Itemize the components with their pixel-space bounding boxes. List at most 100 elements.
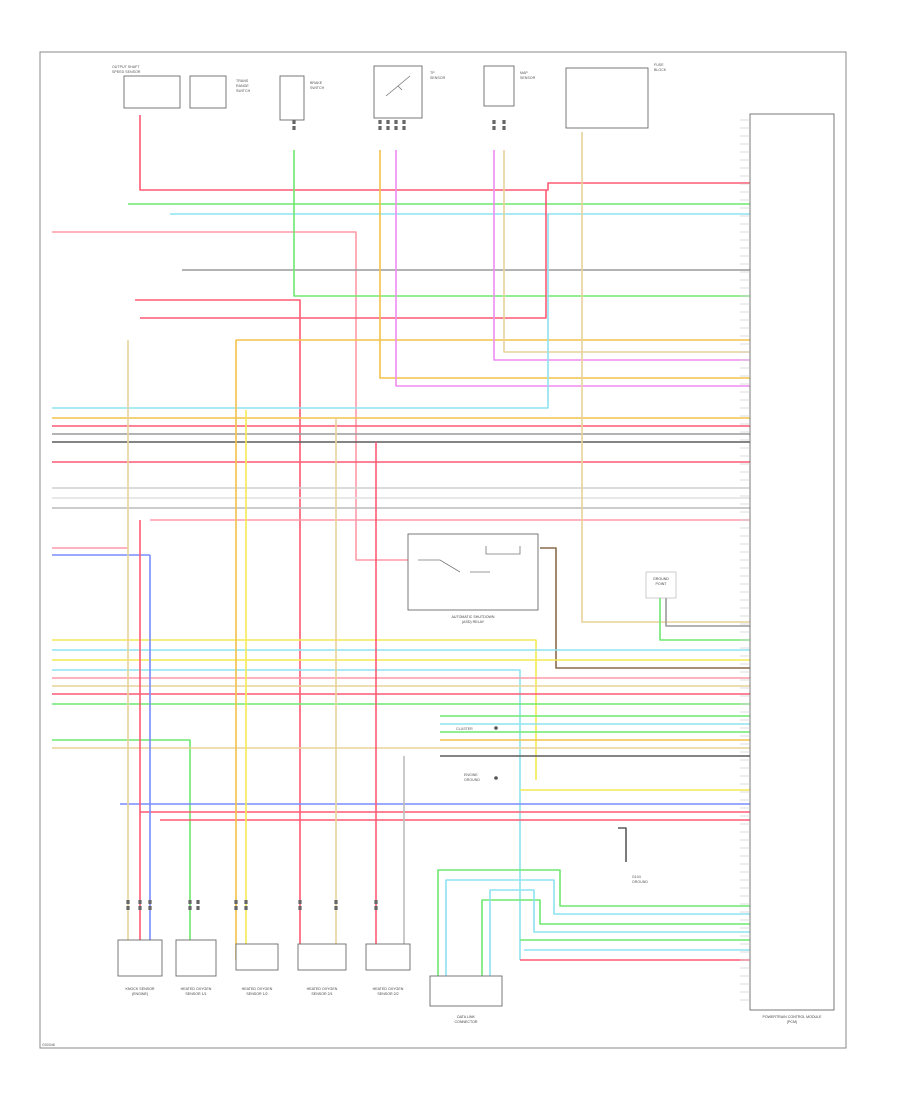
connector-tick — [188, 900, 192, 904]
tp-sensor-label-1: TP — [430, 71, 435, 75]
wire-red-2 — [135, 299, 301, 960]
connector-tick — [374, 900, 378, 904]
wire-brown-1 — [540, 547, 750, 669]
wire-violet-2 — [395, 150, 750, 387]
o2-sensor-22-label-1: HEATED OXYGEN — [373, 987, 404, 991]
wire-lightblue-4 — [52, 669, 521, 960]
engine-ground-label-1: ENGINE — [464, 773, 478, 777]
relay-switch-symbol — [418, 546, 521, 573]
connector-tick — [374, 906, 378, 910]
tp-sensor-box — [373, 65, 423, 119]
map-sensor-label-1: MAP — [520, 71, 528, 75]
connector-tick — [378, 126, 382, 130]
connector-tick — [234, 906, 238, 910]
engine-ground-label-2: GROUND — [464, 778, 480, 782]
knock-sensor-label-1: KNOCK SENSOR — [126, 987, 155, 991]
knock-sensor-label-2: (ENGINE) — [132, 992, 148, 996]
o2-sensor-22-box — [365, 943, 411, 971]
g104-label-2: GROUND — [632, 880, 648, 884]
wire-lightblue-2 — [52, 214, 549, 409]
o2-sensor-11-label-2: SENSOR 1/1 — [185, 992, 206, 996]
pcm-label-1: POWERTRAIN CONTROL MODULE — [762, 1015, 822, 1019]
wire-ground-lead — [618, 827, 627, 862]
wire-lightblue-b2 — [489, 889, 750, 980]
connector-tick — [196, 906, 200, 910]
pcm-module: POWERTRAIN CONTROL MODULE (PCM) — [740, 113, 835, 1024]
data-link-box — [429, 975, 503, 1007]
connector-tick — [334, 900, 338, 904]
tp-sensor-symbol — [385, 75, 411, 97]
connector-tick — [138, 906, 142, 910]
connector-tick — [386, 126, 390, 130]
wire-yellow-1 — [52, 639, 537, 780]
fuse-block-box — [565, 67, 649, 129]
cluster-splice: CLUSTER — [456, 726, 498, 731]
wire-green-5 — [52, 739, 191, 960]
o2-sensor-12-box — [235, 943, 279, 971]
connector-tick — [138, 900, 142, 904]
cluster-splice-dot — [494, 726, 498, 730]
wire-green-2 — [293, 150, 750, 297]
o2-sensor-11-box — [175, 939, 217, 977]
ground-point-label-1: GROUND — [653, 577, 669, 581]
wire-orange-2 — [379, 150, 750, 379]
wire-green-b2 — [481, 899, 750, 980]
map-sensor-box — [483, 65, 515, 107]
o2-sensor-22-label-2: SENSOR 2/2 — [377, 992, 398, 996]
connector-tick — [126, 900, 130, 904]
connector-tick — [234, 900, 238, 904]
wire-violet-1 — [493, 150, 750, 361]
wire-tan-2 — [581, 132, 750, 623]
o2-sensor-11-label-1: HEATED OXYGEN — [181, 987, 212, 991]
speed-sensor-label-2: SPEED SENSOR — [112, 70, 141, 74]
connector-tick — [292, 120, 296, 124]
o2-sensor-12-label-1: HEATED OXYGEN — [242, 987, 273, 991]
tp-sensor-label-2: SENSOR — [430, 76, 446, 80]
range-switch-box — [189, 75, 227, 109]
speed-sensor-box — [123, 75, 181, 109]
pcm-box — [749, 113, 835, 1011]
wire-red-top — [139, 115, 750, 191]
connector-tick — [394, 120, 398, 124]
wire-green-b1 — [437, 869, 750, 980]
top-components: OUTPUT SHAFT SPEED SENSOR TRANS RANGE SW… — [112, 63, 667, 129]
wire-lightblue-b1 — [445, 879, 750, 980]
connector-tick — [292, 126, 296, 130]
brake-switch-label-1: BRAKE — [310, 81, 323, 85]
diagram-frame — [39, 51, 847, 1049]
connector-tick — [196, 900, 200, 904]
fuse-block-label-1: FUSE — [654, 63, 664, 67]
connector-tick — [394, 126, 398, 130]
range-switch-label-2: RANGE — [236, 84, 249, 88]
connector-tick — [148, 900, 152, 904]
asd-relay-label-2: (ASD) RELAY — [462, 620, 485, 624]
g104-ground: G104 GROUND — [632, 875, 648, 884]
wire-green-3 — [659, 598, 750, 641]
asd-relay-label-1: AUTOMATIC SHUTDOWN — [452, 615, 495, 619]
cluster-label: CLUSTER — [456, 727, 473, 731]
ground-point: GROUND POINT — [645, 571, 677, 599]
engine-ground-dot — [494, 776, 498, 780]
connector-tick — [402, 126, 406, 130]
connector-tick — [244, 900, 248, 904]
knock-sensor-box — [117, 939, 163, 977]
connector-tick — [502, 126, 506, 130]
connector-tick — [386, 120, 390, 124]
connector-tick — [492, 120, 496, 124]
connector-tick — [148, 906, 152, 910]
connector-tick — [126, 906, 130, 910]
ground-point-box — [645, 571, 677, 599]
wire-group — [52, 115, 750, 980]
o2-sensor-21-box — [297, 943, 347, 971]
data-link-label-2: CONNECTOR — [454, 1020, 477, 1024]
pcm-pin-strip — [740, 119, 750, 1001]
wire-pink-1 — [52, 231, 410, 561]
asd-relay: AUTOMATIC SHUTDOWN (ASD) RELAY — [407, 533, 539, 624]
ground-point-label-2: POINT — [656, 582, 668, 586]
connector-tick — [402, 120, 406, 124]
wire-gray-6 — [665, 598, 750, 627]
range-switch-label-3: SWITCH — [236, 89, 251, 93]
range-switch-label-1: TRANS — [236, 79, 249, 83]
connector-tick — [188, 906, 192, 910]
